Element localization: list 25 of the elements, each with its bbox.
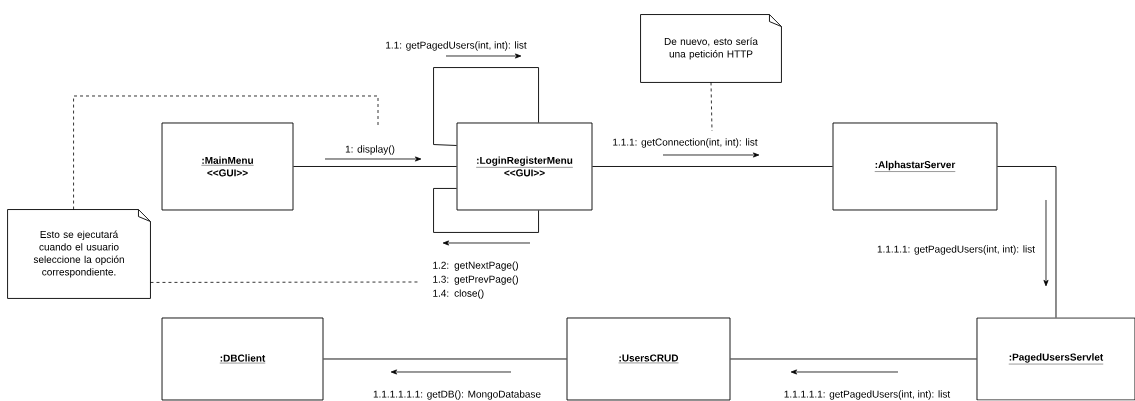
message-label: 1.1: getPagedUsers(int, int): list	[386, 41, 527, 51]
leader-line	[150, 281, 419, 283]
object-box: :UsersCRUD	[566, 317, 731, 401]
object-box: :AlphastarServer	[832, 122, 998, 211]
link-line	[997, 166, 1057, 318]
message-label: 1.2: getNextPage() 1.3: getPrevPage() 1.4: close()	[433, 261, 518, 299]
link-line	[433, 188, 539, 233]
link-line	[293, 166, 457, 167]
leader-line	[710, 82, 713, 132]
note: De nuevo, esto sería una petición HTTP	[640, 14, 782, 83]
object-box: :MainMenu <<GUI>>	[161, 122, 294, 211]
message-label: 1.1.1.1.1: getPagedUsers(int, int): list	[784, 390, 951, 400]
note: Esto se ejecutará cuando el usuario seleccione la opción correspondiente.	[7, 209, 151, 299]
message-label: 1.1.1.1.1.1: getDB(): MongoDatabase	[373, 390, 541, 400]
link-line	[730, 358, 977, 360]
message-label: 1.1.1: getConnection(int, int): list	[613, 138, 758, 148]
link-line	[592, 166, 833, 167]
object-box: :DBClient	[161, 317, 324, 401]
message-label: 1: display()	[345, 145, 395, 155]
link-line	[323, 358, 567, 360]
object-box: :LoginRegisterMenu <<GUI>>	[456, 122, 593, 211]
link-line	[433, 67, 539, 146]
object-box: :PagedUsersServlet	[976, 317, 1135, 401]
message-label: 1.1.1.1: getPagedUsers(int, int): list	[877, 245, 1035, 255]
leader-line	[73, 95, 379, 210]
